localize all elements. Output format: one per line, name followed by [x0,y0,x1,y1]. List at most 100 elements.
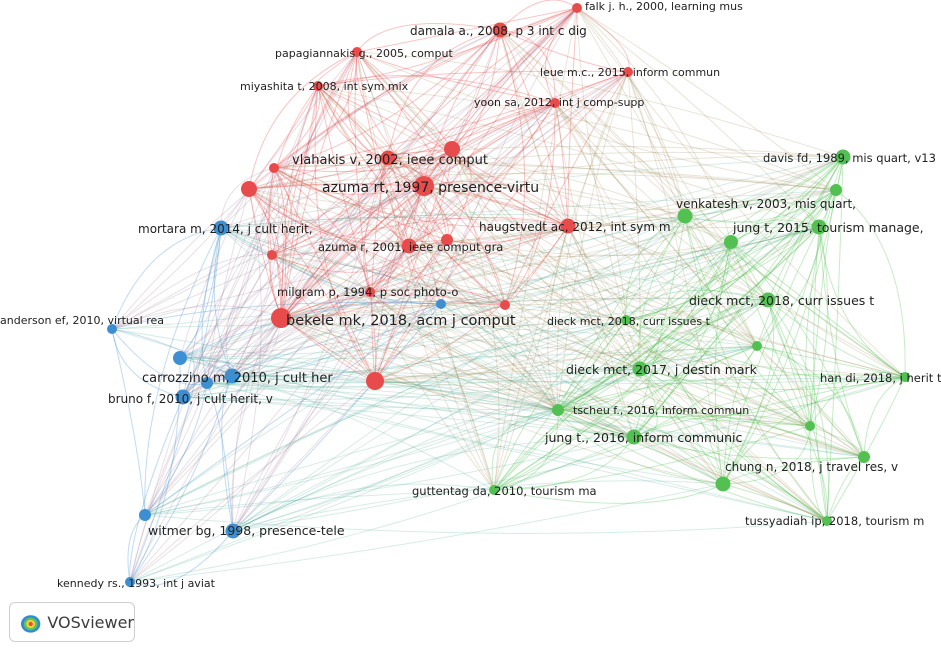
network-node[interactable] [241,181,257,197]
node-label-bruno[interactable]: bruno f, 2010, j cult herit, v [108,392,273,406]
network-node-kennedy[interactable] [125,577,135,587]
network-node-bekele[interactable] [271,308,291,328]
node-label-witmer[interactable]: witmer bg, 1998, presence-tele [148,523,345,538]
node-label-vlahakis[interactable]: vlahakis v, 2002, ieee comput [292,153,488,168]
node-label-guttentag[interactable]: guttentag da, 2010, tourism ma [412,484,597,498]
node-label-yoon[interactable]: yoon sa, 2012, int j comp-supp [474,96,644,109]
vosviewer-logo[interactable]: VOSviewer [9,602,135,642]
network-node[interactable] [500,300,510,310]
node-label-venkatesh[interactable]: venkatesh v, 2003, mis quart, [676,197,856,211]
network-node-dieck2017[interactable] [632,361,648,377]
network-node-chung[interactable] [715,476,731,492]
citation-link [633,299,769,438]
citation-link [231,7,578,377]
network-node-azuma2001[interactable] [401,238,417,254]
network-node[interactable] [830,184,842,196]
network-node[interactable] [366,372,384,390]
citation-link [144,215,686,516]
network-node-damala[interactable] [492,22,508,38]
node-label-falk[interactable]: falk j. h., 2000, learning mus [585,0,743,13]
network-node-azuma1997[interactable] [414,176,434,196]
node-label-dieck2018b[interactable]: dieck mct, 2018, curr issues t [547,315,711,328]
network-node-bruno[interactable] [175,389,191,405]
citation-link [374,225,569,382]
network-node-dieck2018a[interactable] [760,292,776,308]
node-label-leue[interactable]: leue m.c., 2015, inform commun [540,66,720,79]
network-node-tussyadiah[interactable] [822,516,832,526]
citation-link [493,409,559,491]
node-label-mortara[interactable]: mortara m, 2014, j cult herit, [138,222,313,236]
citation-link [273,51,358,169]
node-label-tussyadiah[interactable]: tussyadiah ip, 2018, tourism m [745,514,924,528]
network-node-venkatesh[interactable] [677,208,693,224]
network-node[interactable] [139,509,151,521]
citation-link [567,225,724,485]
node-label-milgram[interactable]: milgram p, 1994, p soc photo-o [277,285,458,299]
network-node-dieck2018b[interactable] [621,315,631,325]
network-node[interactable] [752,341,762,351]
network-node-guttentag[interactable] [489,485,499,495]
node-label-dieck2018a[interactable]: dieck mct, 2018, curr issues t [689,293,874,308]
citation-link [627,71,686,217]
network-node-witmer[interactable] [225,523,241,539]
node-label-jungt2015[interactable]: jung t, 2015, tourism manage, [732,220,924,235]
network-node[interactable] [805,421,815,431]
network-node[interactable] [858,451,870,463]
node-label-han[interactable]: han di, 2018, j herit tour, v1 [820,371,941,385]
node-label-azuma1997[interactable]: azuma rt, 1997, presence-virtu [322,180,539,196]
node-label-bekele[interactable]: bekele mk, 2018, acm j comput [286,313,516,329]
node-label-papagiannakis[interactable]: papagiannakis g., 2005, comput [275,47,453,60]
network-node[interactable] [267,250,277,260]
network-node-leue[interactable] [623,67,633,77]
node-label-damala[interactable]: damala a., 2008, p 3 int c dig [410,24,587,38]
node-label-azuma2001[interactable]: azuma r, 2001, ieee comput gra [318,240,503,254]
network-node[interactable] [724,235,738,249]
network-node[interactable] [269,163,279,173]
network-node[interactable] [173,351,187,365]
network-node-carrozzino[interactable] [224,368,240,384]
node-label-miyashita[interactable]: miyashita t, 2008, int sym mix [240,80,409,93]
citation-link [220,167,275,229]
network-node-han[interactable] [900,372,910,382]
citation-link [356,23,501,53]
network-node-jungt2015[interactable] [811,219,827,235]
node-label-haugstvedt[interactable]: haugstvedt ac, 2012, int sym m [479,220,671,234]
network-node-haugstvedt[interactable] [560,218,576,234]
network-node-jung2016[interactable] [626,429,642,445]
citation-link [280,102,556,319]
node-label-chung[interactable]: chung n, 2018, j travel res, v [725,460,898,474]
node-label-carrozzino[interactable]: carrozzino m, 2010, j cult her [142,371,333,386]
node-label-davis[interactable]: davis fd, 1989, mis quart, v13 [763,151,936,165]
citation-link [111,328,146,516]
node-label-dieck2017[interactable]: dieck mct, 2017, j destin mark [566,362,758,377]
citation-link [408,102,556,247]
citation-link [248,151,844,190]
citation-link [684,189,837,223]
node-label-kennedy[interactable]: kennedy rs., 1993, int j aviat [57,577,216,590]
node-label-tscheu[interactable]: tscheu f., 2016, inform commun [573,404,749,417]
network-node[interactable] [436,299,446,309]
network-node-mortara[interactable] [213,220,229,236]
network-node-tscheu[interactable] [553,405,563,415]
network-node-milgram[interactable] [365,287,375,297]
network-node-anderson[interactable] [107,324,117,334]
citation-link [206,382,828,522]
network-node-falk[interactable] [572,3,582,13]
network-node[interactable] [201,377,213,389]
citation-link [639,368,811,427]
network-node-papagiannakis[interactable] [352,47,362,57]
network-node-vlahakis[interactable] [380,150,396,166]
citation-link [231,303,442,378]
citation-link [182,85,319,398]
node-label-anderson[interactable]: anderson ef, 2010, virtual rea [0,314,164,327]
node-label-jung2016[interactable]: jung t., 2016, inform communic [544,430,743,445]
citation-link [220,227,627,321]
network-node-yoon[interactable] [550,98,560,108]
network-node[interactable] [441,234,453,246]
network-node-davis[interactable] [835,149,851,165]
network-node[interactable] [444,141,460,157]
network-node-miyashita[interactable] [313,81,323,91]
citation-link [232,239,448,532]
